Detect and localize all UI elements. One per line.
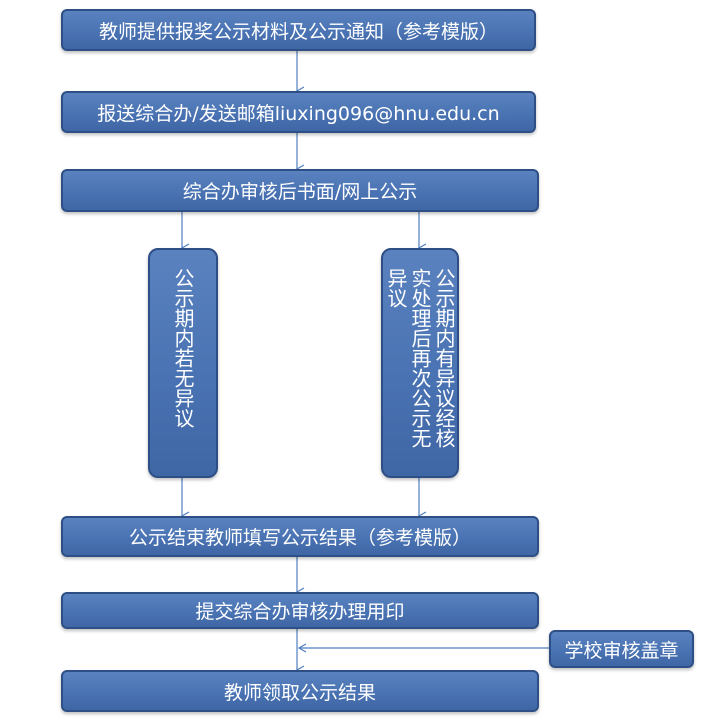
step-office-review-publish-label: 综合办审核后书面/网上公示 — [182, 181, 418, 203]
step-submit-office-label: 报送综合办/发送邮箱liuxing096@hnu.edu.cn — [97, 102, 500, 125]
step-provide-materials: 教师提供报奖公示材料及公示通知（参考模版） — [61, 9, 536, 51]
step-submit-seal: 提交综合办审核办理用印 — [61, 592, 539, 629]
step-submit-seal-label: 提交综合办审核办理用印 — [195, 601, 405, 623]
step-collect-result-label: 教师领取公示结果 — [223, 681, 376, 704]
step-school-seal: 学校审核盖章 — [549, 630, 694, 668]
step-collect-result: 教师领取公示结果 — [61, 670, 539, 712]
step-school-seal-label: 学校审核盖章 — [564, 639, 679, 662]
branch-objection-verified: 公示期内有异议经核实处理后再次公示无异议 — [381, 248, 459, 478]
step-fill-result-label: 公示结束教师填写公示结果（参考模版） — [128, 527, 471, 549]
branch-objection-verified-label: 公示期内有异议经核实处理后再次公示无异议 — [384, 268, 456, 448]
step-provide-materials-label: 教师提供报奖公示材料及公示通知（参考模版） — [98, 20, 498, 43]
branch-no-objection: 公示期内若无异议 — [148, 248, 218, 478]
branch-no-objection-label: 公示期内若无异议 — [171, 268, 195, 428]
step-fill-result: 公示结束教师填写公示结果（参考模版） — [61, 516, 539, 557]
step-office-review-publish: 综合办审核后书面/网上公示 — [61, 169, 539, 212]
step-submit-office: 报送综合办/发送邮箱liuxing096@hnu.edu.cn — [61, 91, 536, 133]
